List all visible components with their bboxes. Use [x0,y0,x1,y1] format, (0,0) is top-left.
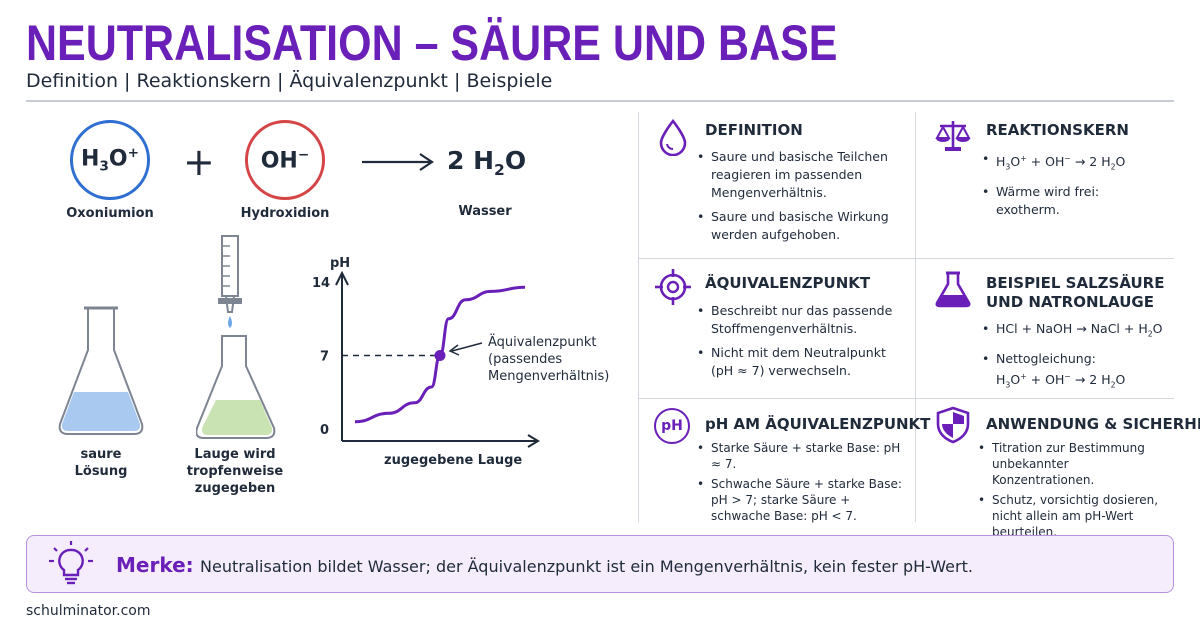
water-formula: 2 H2O [447,146,527,179]
oxonium-formula: H3O+ [80,145,140,175]
shield-icon [936,406,970,444]
aequivalenz-item: Nicht mit dem Neutralpunkt (pH ≈ 7) verw… [697,344,902,380]
reaktionskern-equation: H3O+ + OH− → 2 H2O [982,150,1167,177]
reaktionskern-title: REAKTIONSKERN [986,121,1129,139]
equivalence-point [434,350,446,361]
beispiel-list: HCl + NaOH → NaCl + H2O Nettogleichung: … [982,320,1174,394]
annotation-arrow-icon [448,344,460,356]
ph-list: Starke Säure + starke Base: pH ≈ 7. Schw… [697,440,907,528]
x-axis-arrow-icon [527,434,540,448]
reaktionskern-list: H3O+ + OH− → 2 H2O Wärme wird frei: exot… [982,150,1167,225]
definition-list: Saure und basische Teilchen reagieren im… [697,148,902,250]
aequivalenz-item: Beschreibt nur das passende Stoffmengenv… [697,302,902,338]
reaction-arrow-icon [362,153,434,171]
water-label: Wasser [458,204,512,219]
ph-title: pH AM ÄQUIVALENZPUNKT [705,415,931,433]
page-subtitle: Definition | Reaktionskern | Äquivalenzp… [26,70,553,92]
anwendung-item: Schutz, vorsichtig dosieren, nicht allei… [978,492,1168,540]
acid-flask-icon [58,306,144,435]
lightbulb-icon [49,541,93,585]
grid-divider-row-2 [638,398,1174,399]
plus-sign: + [183,140,215,184]
definition-title: DEFINITION [705,121,803,139]
y-axis-arrow-icon [335,270,349,286]
burette-flask-icon [196,235,276,439]
footer-site: schulminator.com [26,603,151,619]
anwendung-title: ANWENDUNG & SICHERHEIT [986,415,1200,433]
oxonium-circle: H3O+ [70,120,150,200]
y-axis-label: pH [330,256,350,271]
annotation-line-3: Mengenverhältnis) [488,369,609,384]
grid-divider-row-1 [638,258,1174,259]
aequivalenz-list: Beschreibt nur das passende Stoffmengenv… [697,302,902,386]
hydroxide-circle: OH− [245,120,325,200]
header-divider [26,100,1174,102]
grid-divider-left [638,112,639,522]
y-tick-7: 7 [320,350,329,365]
merke-text: Neutralisation bildet Wasser; der Äquiva… [200,557,973,576]
flask-icon [935,271,971,308]
scale-icon [935,121,971,151]
ph-item: Schwache Säure + starke Base: pH > 7; st… [697,476,907,524]
ph-badge-icon: pH [654,408,690,444]
hydroxide-formula: OH− [260,146,310,174]
merke-box [26,535,1174,593]
titration-chart: pH 14 7 0 Äquivalenzpunkt (passendes Men… [312,256,609,468]
drop-icon [659,118,687,156]
hydroxide-label: Hydroxidion [240,206,330,221]
annotation-line-1: Äquivalenzpunkt [488,334,596,350]
page-title: NEUTRALISATION – SÄURE UND BASE [26,15,838,71]
beispiel-netto: Nettogleichung: H3O+ + OH− → 2 H2O [982,350,1174,395]
aequivalenz-title: ÄQUIVALENZPUNKT [705,274,871,292]
ph-item: Starke Säure + starke Base: pH ≈ 7. [697,440,907,472]
anwendung-list: Titration zur Bestimmung unbekannter Kon… [978,440,1168,544]
reaktionskern-item: Wärme wird frei: exotherm. [982,183,1112,219]
beispiel-equation: HCl + NaOH → NaCl + H2O [982,320,1174,344]
merke-label: Merke: [116,553,194,577]
y-tick-0: 0 [320,423,329,438]
definition-item: Saure und basische Teilchen reagieren im… [697,148,902,202]
annotation-pointer [451,342,483,352]
oxonium-label: Oxoniumion [66,206,154,221]
grid-divider-middle [915,112,916,522]
y-tick-14: 14 [312,276,330,291]
annotation-line-2: (passendes [488,352,562,367]
definition-item: Saure und basische Wirkung werden aufgeh… [697,208,902,244]
x-axis-label: zugegebene Lauge [384,453,522,468]
anwendung-item: Titration zur Bestimmung unbekannter Kon… [978,440,1168,488]
target-icon [655,269,691,305]
